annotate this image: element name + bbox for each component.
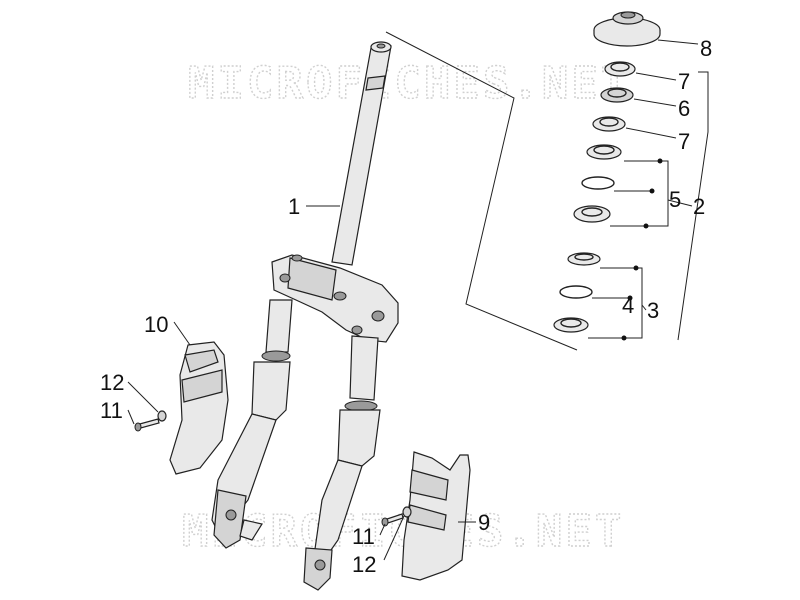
spacer-washer-upper-part-7[interactable]: [604, 61, 636, 77]
assembly-guide-lines: [385, 31, 578, 351]
callout-7-lower: 7: [678, 129, 690, 154]
spacer-washer-lower-part-7[interactable]: [592, 116, 626, 132]
callout-2: 2: [693, 194, 705, 219]
callout-5: 5: [669, 187, 681, 212]
callout-11-right: 11: [352, 524, 375, 549]
top-lock-ring-part-8[interactable]: [593, 11, 661, 47]
callout-6: 6: [678, 96, 690, 121]
lower-bearing-set-part-4[interactable]: [553, 252, 601, 333]
callout-8: 8: [700, 36, 712, 61]
callout-1: 1: [288, 194, 300, 219]
callout-10: 10: [144, 312, 168, 337]
watermark-top: MICROFICHES.NET: [188, 58, 630, 109]
callout-labels: 1 2 3 4 5 6 7 7 8 9 10 12 11 11 12: [100, 36, 712, 577]
callout-7-upper: 7: [678, 69, 690, 94]
callout-11-left: 11: [100, 398, 123, 423]
upper-bearing-set-part-5[interactable]: [573, 144, 622, 223]
callout-12-left: 12: [100, 370, 124, 395]
seal-ring-part-6[interactable]: [600, 87, 634, 103]
washer-left-part-12[interactable]: [157, 410, 167, 422]
left-fork-cover-part-10[interactable]: [169, 341, 229, 475]
right-fork-cover-part-9[interactable]: [401, 451, 471, 581]
washer-right-part-12[interactable]: [402, 506, 412, 518]
leader-lines: [127, 39, 699, 561]
group-brackets: [588, 71, 709, 341]
callout-12-right: 12: [352, 552, 376, 577]
callout-4: 4: [622, 293, 634, 318]
callout-3: 3: [647, 298, 659, 323]
screw-left-part-11[interactable]: [134, 418, 160, 432]
fork-assembly-part-1[interactable]: [211, 41, 399, 591]
callout-9: 9: [478, 510, 490, 535]
